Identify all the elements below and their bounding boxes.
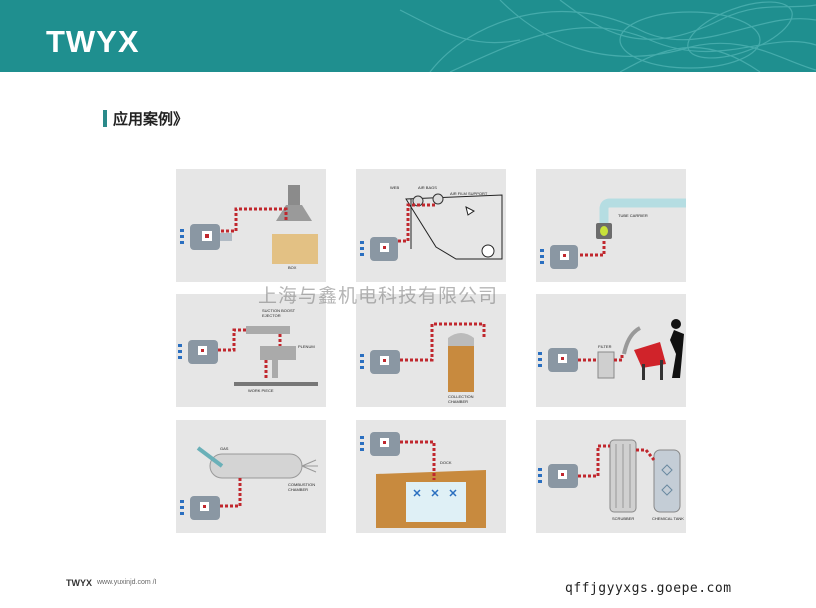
tile-label: CHAMBER (288, 487, 308, 492)
tile-label: BOX (288, 265, 297, 270)
tile-label: CHAMBER (448, 399, 468, 404)
tile-label: WORK PIECE (248, 388, 274, 393)
heading-bar-icon (103, 109, 107, 127)
decorative-swirl-icon (399, 0, 816, 72)
tile-label: SCRUBBER (612, 516, 634, 521)
tile-label: GAS (220, 446, 229, 451)
application-tile-dock: DOCK (356, 420, 506, 533)
application-tile-box: BOX (176, 169, 326, 282)
application-tile-web: WEB AIR BAGS AIR FILM SUPPORT (356, 169, 506, 282)
footer-logo: TWYX (66, 578, 92, 588)
application-tile-tube-carrier: TUBE CARRIER (536, 169, 686, 282)
footer-site[interactable]: qffjgyyxgs.goepe.com (565, 581, 732, 596)
tile-label: COLLECTION (448, 394, 474, 399)
application-tile-filter: FILTER (536, 294, 686, 407)
application-tile-collection: COLLECTION CHAMBER (356, 294, 506, 407)
company-watermark: 上海与鑫机电科技有限公司 (258, 285, 499, 307)
tile-label: AIR FILM SUPPORT (450, 191, 488, 196)
tile-label: COMBUSTION (288, 482, 315, 487)
tile-label: EJECTOR (262, 313, 281, 318)
tile-label: PLENUM (298, 344, 315, 349)
section-heading: 应用案例》 (103, 108, 188, 128)
tile-label: TUBE CARRIER (618, 213, 648, 218)
tile-label: WEB (390, 185, 399, 190)
footer-url[interactable]: www.yuxinjd.com /I (97, 579, 157, 586)
header-banner: TWYX (0, 0, 816, 72)
tile-label: DOCK (440, 460, 452, 465)
application-tile-scrubber: SCRUBBER CHEMICAL TANK (536, 420, 686, 533)
brand-logo: TWYX (46, 24, 140, 59)
tile-label: CHEMICAL TANK (652, 516, 684, 521)
application-tile-combustion: GAS COMBUSTION CHAMBER (176, 420, 326, 533)
tile-label: FILTER (598, 344, 612, 349)
tile-label: SUCTION BOOST (262, 308, 296, 313)
section-title-text: 应用案例》 (113, 109, 189, 128)
application-tile-ejector: SUCTION BOOST EJECTOR PLENUM WORK PIECE (176, 294, 326, 407)
tile-label: AIR BAGS (418, 185, 437, 190)
